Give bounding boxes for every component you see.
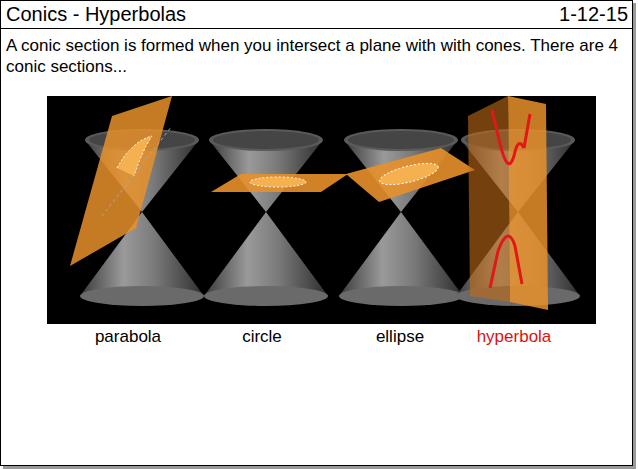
conic-label: parabola <box>95 327 161 347</box>
conic-label: ellipse <box>376 327 424 347</box>
ellipse-cones <box>339 129 475 306</box>
image-panel <box>47 96 596 324</box>
slide-title: Conics - Hyperbolas <box>6 3 186 26</box>
slide-date: 1-12-15 <box>559 3 628 26</box>
parabola-cones <box>70 96 204 306</box>
hyperbola-cones <box>456 96 580 310</box>
title-rule <box>1 28 633 29</box>
circle-cones <box>204 129 348 306</box>
conic-label: hyperbola <box>477 327 552 347</box>
conic-label: circle <box>242 327 282 347</box>
intro-text: A conic section is formed when you inter… <box>6 35 626 78</box>
